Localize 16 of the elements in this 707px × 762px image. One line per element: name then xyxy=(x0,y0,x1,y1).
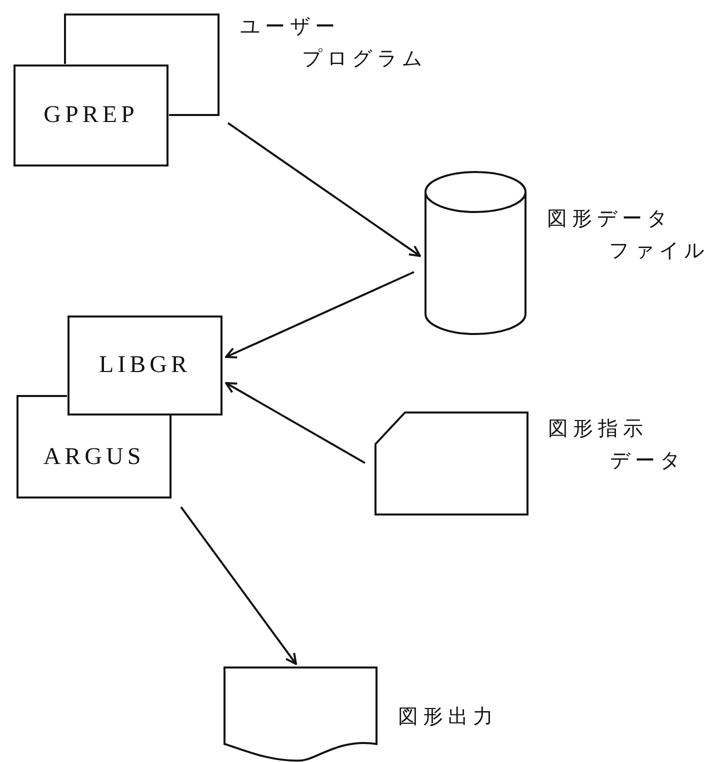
stacked-boxes xyxy=(13,13,220,167)
output-document xyxy=(223,666,378,762)
shape-caption: 図形データファイル xyxy=(547,205,707,264)
stacked-boxes xyxy=(16,315,223,499)
shape-caption: ユーザープログラム xyxy=(240,13,427,72)
shape-caption: 図形出力 xyxy=(398,703,498,730)
punched-card xyxy=(374,411,529,516)
storage-cylinder xyxy=(424,172,527,334)
box-label: LIBGR xyxy=(99,352,191,378)
arrow xyxy=(225,271,414,358)
arrow xyxy=(180,506,297,665)
arrow xyxy=(227,122,421,257)
arrow xyxy=(225,382,366,464)
box-label: ARGUS xyxy=(43,444,145,470)
shape-caption: 図形指示データ xyxy=(548,415,685,474)
box-label: GPREP xyxy=(44,102,138,129)
